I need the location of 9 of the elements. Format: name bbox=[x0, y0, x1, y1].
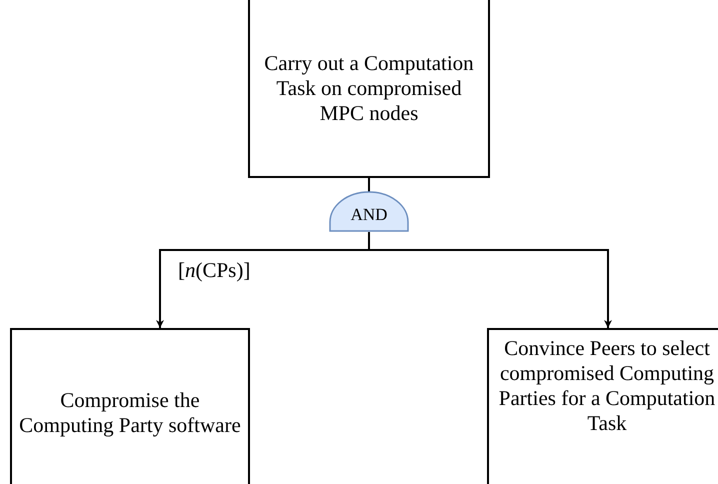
box-text: Convince Peers to select compromised Computing Parties for a Computation Task bbox=[498, 336, 716, 436]
and-gate bbox=[329, 192, 409, 232]
process-box bbox=[248, 0, 490, 178]
arrow bbox=[368, 232, 612, 328]
process-box bbox=[10, 328, 250, 484]
box-text: Carry out a Computation Task on compromised MPC nodes bbox=[263, 50, 475, 126]
process-box bbox=[487, 328, 718, 484]
box-text: Compromise the Computing Party software bbox=[18, 388, 242, 438]
gate-label: AND bbox=[350, 205, 388, 225]
